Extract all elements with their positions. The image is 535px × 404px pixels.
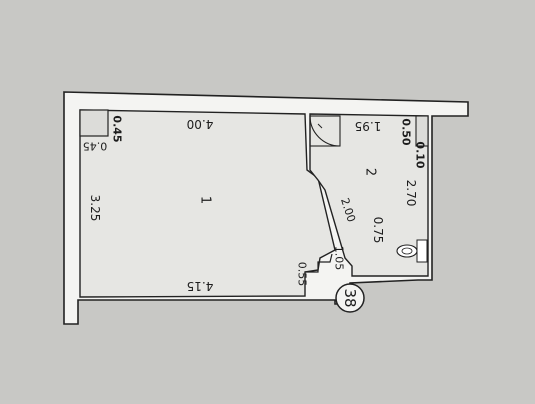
shower-icon	[309, 115, 341, 147]
dim-room1-left: 3.25	[88, 195, 102, 222]
dim-room1-top: 4.00	[187, 117, 214, 131]
column	[79, 109, 109, 137]
room-2-label: 2	[363, 168, 378, 176]
dim-niche-width: 0.50	[400, 118, 413, 145]
dim-room2-top: 1.95	[355, 119, 382, 133]
dim-column-depth: 0.45	[83, 140, 108, 153]
dim-room2-bottom: 1.05	[333, 246, 346, 271]
dim-column-width: 0.45	[111, 115, 124, 142]
apartment-number-badge: 38	[335, 283, 365, 313]
dim-room2-inner: 0.75	[371, 217, 385, 244]
step-wall	[305, 253, 333, 273]
dim-niche-depth: 0.10	[414, 141, 427, 168]
dim-room2-right: 2.70	[404, 180, 418, 207]
apartment-number: 38	[341, 288, 359, 307]
room-2-area	[309, 113, 429, 277]
dim-room1-bottom: 4.15	[187, 279, 214, 293]
toilet-icon	[396, 239, 428, 263]
room-1-label: 1	[198, 196, 213, 204]
niche	[415, 115, 429, 147]
room-1-area	[79, 109, 336, 298]
dim-step-bottom: 0.55	[296, 262, 309, 287]
